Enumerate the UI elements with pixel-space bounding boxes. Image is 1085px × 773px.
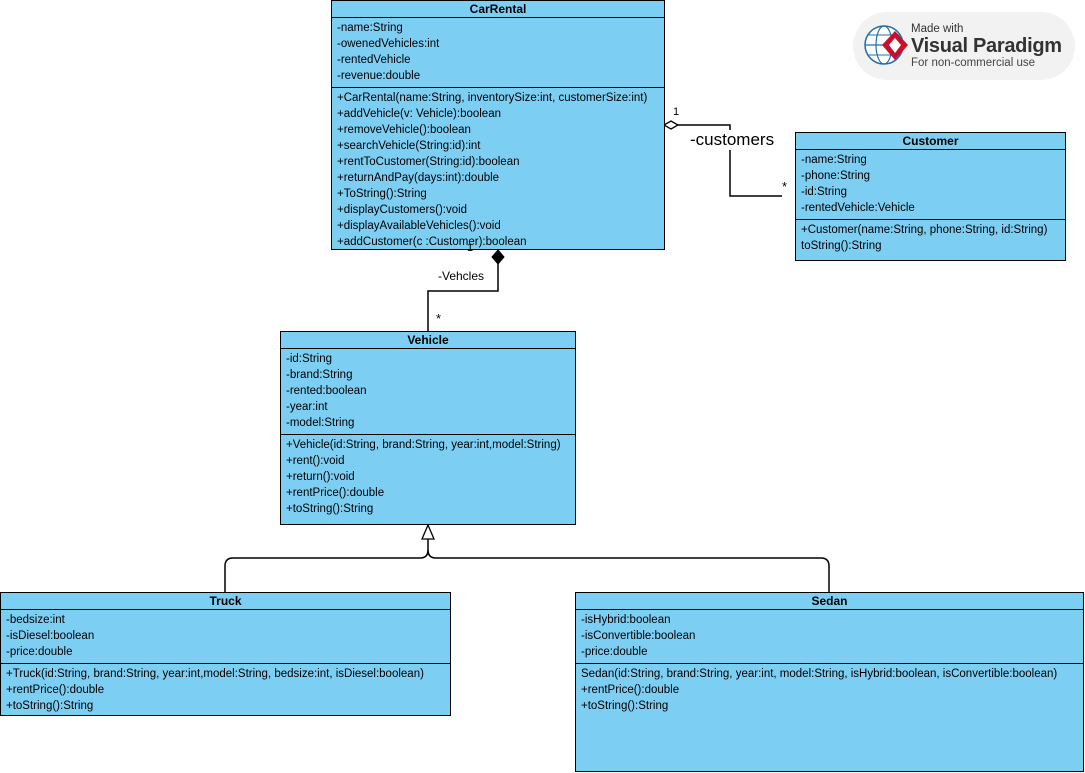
customer-attributes: -name:String -phone:String -id:String -rent… bbox=[796, 150, 1065, 220]
carrental-class-name: CarRental bbox=[332, 1, 664, 18]
class-attribute: -phone:String bbox=[801, 170, 871, 182]
vehicles-source-multiplicity: 1 bbox=[467, 242, 474, 254]
truck-operations: +Truck(id:String, brand:String, year:int… bbox=[1, 664, 450, 717]
class-attribute: -id:String bbox=[801, 186, 848, 198]
truck-attributes: -bedsize:int -isDiesel:boolean -price:doub… bbox=[1, 610, 450, 664]
class-operation: toString():String bbox=[801, 240, 882, 252]
class-operation: +Vehicle(id:String, brand:String, year:i… bbox=[286, 439, 561, 451]
carrental-class[interactable]: CarRental -name:String -owenedVehicles:in… bbox=[331, 0, 665, 250]
class-attribute: -owenedVehicles:int bbox=[337, 38, 440, 50]
vehicles-target-multiplicity: * bbox=[436, 311, 442, 326]
class-operation: +Customer(name:String, phone:String, id:… bbox=[801, 224, 1048, 236]
class-attribute: -price:double bbox=[581, 646, 648, 658]
class-operation: +toString():String bbox=[286, 503, 374, 515]
class-operation: +rentPrice():double bbox=[6, 684, 105, 696]
truck-class[interactable]: Truck -bedsize:int -isDiesel:boolean -pric… bbox=[0, 592, 451, 716]
class-operation: +addVehicle(v: Vehicle):boolean bbox=[337, 108, 501, 120]
visual-paradigm-logo-icon bbox=[864, 25, 908, 65]
class-operation: +rentPrice():double bbox=[286, 487, 385, 499]
composition-diamond-icon bbox=[491, 249, 505, 265]
vehicle-attributes: -id:String -brand:String -rented:boolean -y… bbox=[281, 349, 575, 435]
class-attribute: -bedsize:int bbox=[6, 614, 65, 626]
customer-class[interactable]: Customer -name:String -phone:String -id:St… bbox=[795, 132, 1066, 261]
visual-paradigm-watermark: Made with Visual Paradigm For non-commer… bbox=[853, 12, 1075, 80]
vehicle-class[interactable]: Vehicle -id:String -brand:String -rented:b… bbox=[280, 331, 576, 525]
class-attribute: -rented:boolean bbox=[286, 385, 367, 397]
class-attribute: -name:String bbox=[801, 154, 867, 166]
class-attribute: -price:double bbox=[6, 646, 73, 658]
class-attribute: -model:String bbox=[286, 417, 355, 429]
class-attribute: -isConvertible:boolean bbox=[581, 630, 696, 642]
inheritance-arrow-icon bbox=[421, 523, 435, 540]
class-attribute: -rentedVehicle bbox=[337, 54, 411, 66]
watermark-made-with: Made with bbox=[911, 23, 964, 35]
vehicle-operations: +Vehicle(id:String, brand:String, year:i… bbox=[281, 435, 575, 520]
class-attribute: -name:String bbox=[337, 22, 403, 34]
class-operation: +rent():void bbox=[286, 455, 345, 467]
sedan-class[interactable]: Sedan -isHybrid:boolean -isConvertible:bo… bbox=[575, 592, 1084, 772]
class-operation: +rentPrice():double bbox=[581, 684, 680, 696]
class-operation: +displayCustomers():void bbox=[337, 204, 468, 216]
vehicle-class-name: Vehicle bbox=[281, 332, 575, 349]
watermark-usage-note: For non-commercial use bbox=[911, 57, 1035, 69]
vehicles-role-label: -Vehcles bbox=[438, 269, 485, 283]
class-attribute: -revenue:double bbox=[337, 70, 421, 82]
customers-source-multiplicity: 1 bbox=[673, 106, 680, 118]
carrental-operations: +CarRental(name:String, inventorySize:in… bbox=[332, 88, 664, 253]
class-attribute: -isHybrid:boolean bbox=[581, 614, 671, 626]
class-attribute: -rentedVehicle:Vehicle bbox=[801, 202, 915, 214]
class-attribute: -year:int bbox=[286, 401, 328, 413]
truck-generalization-line bbox=[224, 539, 429, 592]
customer-class-name: Customer bbox=[796, 133, 1065, 150]
watermark-product-name: Visual Paradigm bbox=[911, 35, 1062, 57]
carrental-attributes: -name:String -owenedVehicles:int -rentedVe… bbox=[332, 18, 664, 88]
class-operation: +addCustomer(c :Customer):boolean bbox=[337, 236, 527, 248]
class-operation: +returnAndPay(days:int):double bbox=[337, 172, 500, 184]
customers-target-multiplicity: * bbox=[782, 179, 788, 194]
sedan-attributes: -isHybrid:boolean -isConvertible:boolean -… bbox=[576, 610, 1083, 664]
vehicles-association-line bbox=[427, 264, 499, 331]
class-operation: Sedan(id:String, brand:String, year:int,… bbox=[581, 668, 1058, 680]
class-operation: +Truck(id:String, brand:String, year:int… bbox=[6, 668, 424, 680]
truck-class-name: Truck bbox=[1, 593, 450, 610]
class-operation: +displayAvailableVehicles():void bbox=[337, 220, 501, 232]
sedan-class-name: Sedan bbox=[576, 593, 1083, 610]
class-operation: +toString():String bbox=[581, 700, 669, 712]
class-operation: +searchVehicle(String:id):int bbox=[337, 140, 481, 152]
class-operation: +toString():String bbox=[6, 700, 94, 712]
sedan-generalization-line bbox=[427, 549, 830, 592]
class-operation: +rentToCustomer(String:id):boolean bbox=[337, 156, 520, 168]
customers-role-label: -customers bbox=[690, 130, 775, 150]
class-attribute: -isDiesel:boolean bbox=[6, 630, 95, 642]
class-operation: +return():void bbox=[286, 471, 355, 483]
class-attribute: -brand:String bbox=[286, 369, 353, 381]
class-operation: +ToString():String bbox=[337, 188, 427, 200]
sedan-operations: Sedan(id:String, brand:String, year:int,… bbox=[576, 664, 1083, 717]
aggregation-diamond-icon bbox=[662, 120, 680, 130]
customer-operations: +Customer(name:String, phone:String, id:… bbox=[796, 220, 1065, 257]
class-operation: +removeVehicle():boolean bbox=[337, 124, 471, 136]
class-operation: +CarRental(name:String, inventorySize:in… bbox=[337, 92, 648, 104]
class-attribute: -id:String bbox=[286, 353, 333, 365]
customers-association-line bbox=[678, 124, 782, 197]
